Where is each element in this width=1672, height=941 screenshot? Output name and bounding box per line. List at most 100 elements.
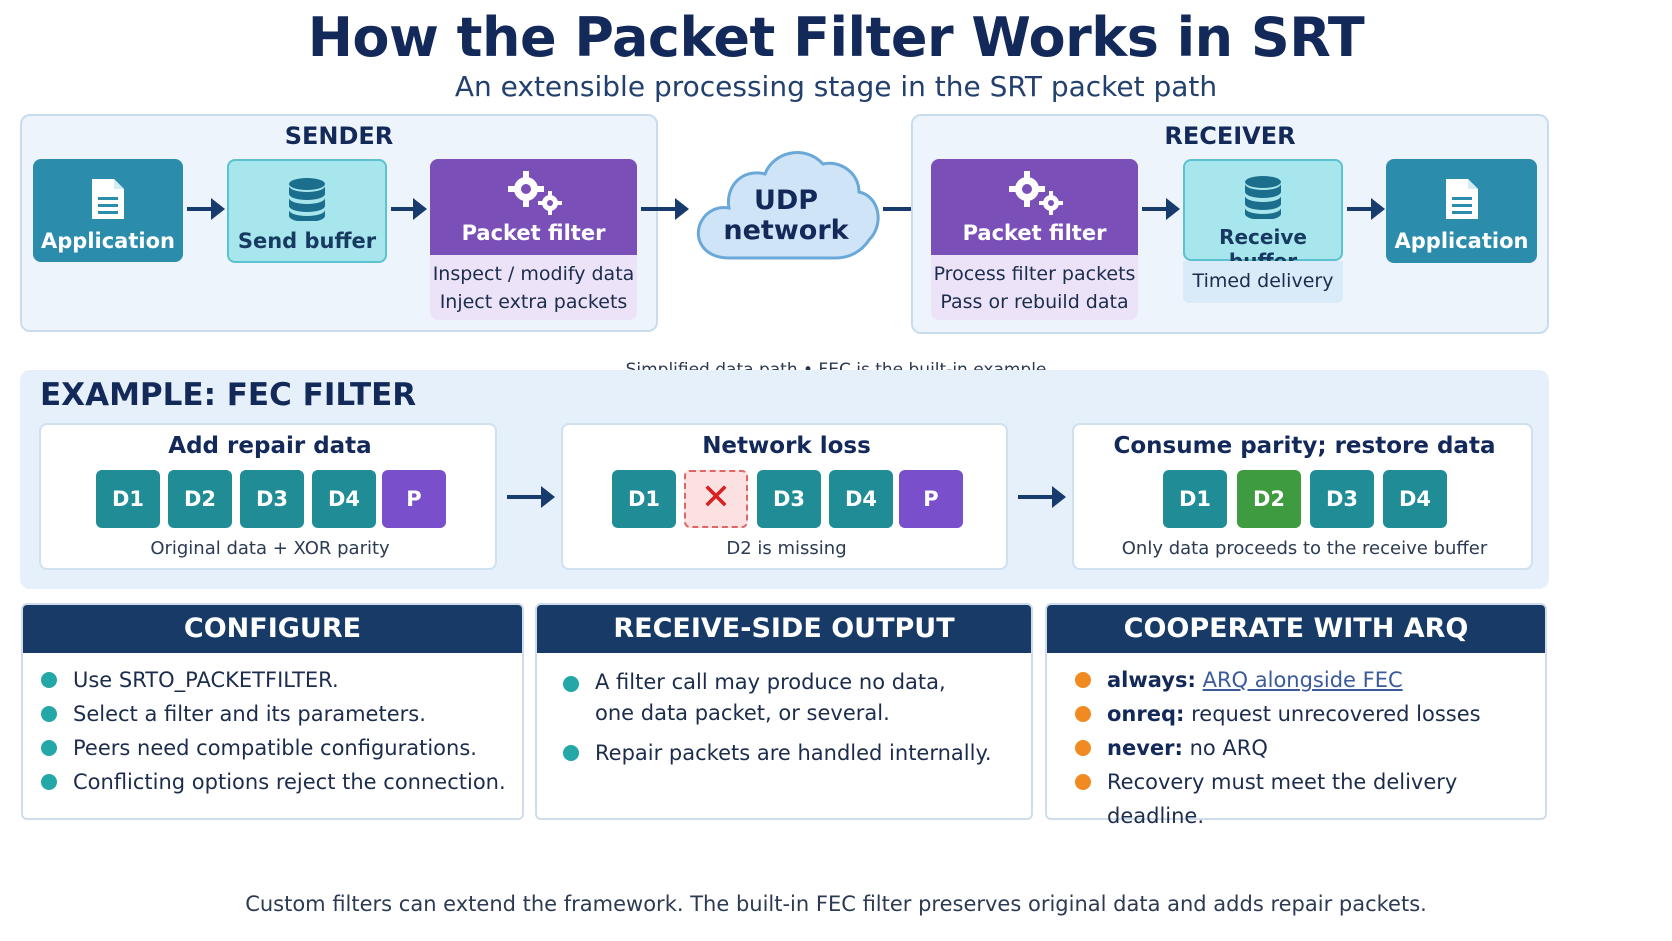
receive-buffer-box: Receive buffer xyxy=(1183,159,1343,273)
list-item: Select a filter and its parameters. xyxy=(41,697,522,731)
sender-title: SENDER xyxy=(284,122,394,150)
fec-card-title: Consume parity; restore data xyxy=(1113,433,1496,459)
arq-mode-onreq: onreq: xyxy=(1107,702,1185,726)
bullet-dot xyxy=(563,745,579,761)
arrow-filter-to-receive-buffer xyxy=(1142,198,1180,220)
list-item-text: Repair packets are handled internally. xyxy=(595,741,992,765)
gears-icon xyxy=(508,171,562,215)
sender-filter-details: Inspect / modify data Inject extra packe… xyxy=(430,255,637,320)
receive-output-card: RECEIVE-SIDE OUTPUT A filter call may pr… xyxy=(535,603,1033,820)
arq-title: COOPERATE WITH ARQ xyxy=(1047,605,1545,653)
arq-always-link[interactable]: ARQ alongside FEC xyxy=(1202,668,1403,692)
bullet-dot xyxy=(41,774,57,790)
receiver-application-label: Application xyxy=(1394,229,1529,253)
list-item: onreq: request unrecovered losses xyxy=(1075,697,1545,731)
configure-card: CONFIGURE Use SRTO_PACKETFILTER. Select … xyxy=(21,603,524,820)
document-icon xyxy=(92,179,124,219)
bullet-dot xyxy=(41,672,57,688)
fec-card-restore: Consume parity; restore data D1 D2 D3 D4… xyxy=(1072,423,1533,570)
arq-card: COOPERATE WITH ARQ always: ARQ alongside… xyxy=(1045,603,1547,828)
fec-card-network-loss: Network loss D1 ✕ D3 D4 P D2 is missing xyxy=(561,423,1008,570)
packet-d1: D1 xyxy=(96,470,160,528)
list-item: Repair packets are handled internally. xyxy=(563,736,1031,770)
arrow-filter-to-network xyxy=(641,198,689,220)
bullet-dot xyxy=(1075,774,1091,790)
gears-icon xyxy=(1009,171,1063,215)
bullet-dot xyxy=(1075,672,1091,688)
receiver-filter-details: Process filter packets Pass or rebuild d… xyxy=(931,255,1138,320)
packet-d4: D4 xyxy=(1383,470,1447,528)
fec-card-add-repair: Add repair data D1 D2 D3 D4 P Original d… xyxy=(39,423,497,570)
document-icon xyxy=(1446,179,1478,219)
arrow-loss-to-restore xyxy=(1018,486,1066,508)
database-icon xyxy=(289,178,325,221)
configure-list: Use SRTO_PACKETFILTER. Select a filter a… xyxy=(23,653,522,799)
list-item-text: Use SRTO_PACKETFILTER. xyxy=(73,668,339,692)
arq-mode-never: never: xyxy=(1107,736,1183,760)
packet-d1: D1 xyxy=(1163,470,1227,528)
arq-mode-always: always: xyxy=(1107,668,1196,692)
list-item: Recovery must meet the delivery deadline… xyxy=(1075,765,1545,833)
sender-filter-line2: Inject extra packets xyxy=(439,291,628,313)
packet-d4: D4 xyxy=(312,470,376,528)
udp-network-line1: UDP xyxy=(753,185,819,216)
receiver-filter-line2: Pass or rebuild data xyxy=(940,291,1129,313)
packet-parity: P xyxy=(382,470,446,528)
configure-title: CONFIGURE xyxy=(23,605,522,653)
arrow-receive-buffer-to-app xyxy=(1347,198,1385,220)
receiver-packet-filter-box: Packet filter xyxy=(931,159,1138,255)
udp-network-line2: network xyxy=(723,215,849,246)
list-item-text: request unrecovered losses xyxy=(1191,702,1481,726)
packet-d3: D3 xyxy=(757,470,821,528)
packet-d3: D3 xyxy=(240,470,304,528)
fec-card-title: Add repair data xyxy=(168,433,372,459)
sender-packet-filter-label: Packet filter xyxy=(461,221,606,245)
arrow-app-to-send-buffer xyxy=(187,198,225,220)
packet-d1: D1 xyxy=(612,470,676,528)
example-title: EXAMPLE: FEC FILTER xyxy=(40,377,417,413)
send-buffer-box: Send buffer xyxy=(227,159,387,263)
receiver-application-box: Application xyxy=(1386,159,1537,263)
list-item: Use SRTO_PACKETFILTER. xyxy=(41,663,522,697)
page-title: How the Packet Filter Works in SRT xyxy=(307,6,1365,69)
receive-output-title: RECEIVE-SIDE OUTPUT xyxy=(537,605,1031,653)
list-item-text: Peers need compatible configurations. xyxy=(73,736,477,760)
cloud-icon xyxy=(696,151,880,260)
packet-d4: D4 xyxy=(829,470,893,528)
arrow-add-to-loss xyxy=(507,486,555,508)
packet-lost-x-icon: ✕ xyxy=(684,470,748,528)
list-item-text: Recovery must meet the delivery deadline… xyxy=(1107,770,1458,828)
list-item-text: one data packet, or several. xyxy=(595,701,890,725)
fec-card-caption: D2 is missing xyxy=(726,538,847,559)
list-item: always: ARQ alongside FEC xyxy=(1075,663,1545,697)
sender-application-box: Application xyxy=(33,159,183,262)
udp-network-label: UDP network xyxy=(689,186,883,246)
packet-d3: D3 xyxy=(1310,470,1374,528)
receive-output-list: A filter call may produce no data, one da… xyxy=(537,653,1031,770)
bullet-dot xyxy=(563,676,579,692)
footer-note: Custom filters can extend the framework.… xyxy=(245,892,1427,916)
fec-card-caption: Only data proceeds to the receive buffer xyxy=(1121,538,1488,559)
list-item: Conflicting options reject the connectio… xyxy=(41,765,522,799)
sender-filter-line1: Inspect / modify data xyxy=(432,263,635,285)
send-buffer-label: Send buffer xyxy=(237,229,377,253)
arq-list: always: ARQ alongside FEC onreq: request… xyxy=(1047,653,1545,833)
packet-d2-restored: D2 xyxy=(1237,470,1301,528)
packet-parity: P xyxy=(899,470,963,528)
receive-buffer-details: Timed delivery xyxy=(1183,261,1343,303)
list-item: A filter call may produce no data, one da… xyxy=(563,667,1031,729)
receiver-filter-line1: Process filter packets xyxy=(933,263,1136,285)
list-item-text: Select a filter and its parameters. xyxy=(73,702,426,726)
page-subtitle: An extensible processing stage in the SR… xyxy=(454,70,1218,103)
arrow-send-buffer-to-filter xyxy=(391,198,427,220)
bullet-dot xyxy=(41,706,57,722)
fec-card-title: Network loss xyxy=(702,433,871,459)
packet-d2: D2 xyxy=(168,470,232,528)
list-item-text: A filter call may produce no data, xyxy=(595,670,946,694)
receiver-packet-filter-label: Packet filter xyxy=(962,221,1107,245)
database-icon xyxy=(1245,176,1281,219)
list-item: never: no ARQ xyxy=(1075,731,1545,765)
list-item-text: no ARQ xyxy=(1189,736,1268,760)
sender-packet-filter-box: Packet filter xyxy=(430,159,637,255)
list-item: Peers need compatible configurations. xyxy=(41,731,522,765)
